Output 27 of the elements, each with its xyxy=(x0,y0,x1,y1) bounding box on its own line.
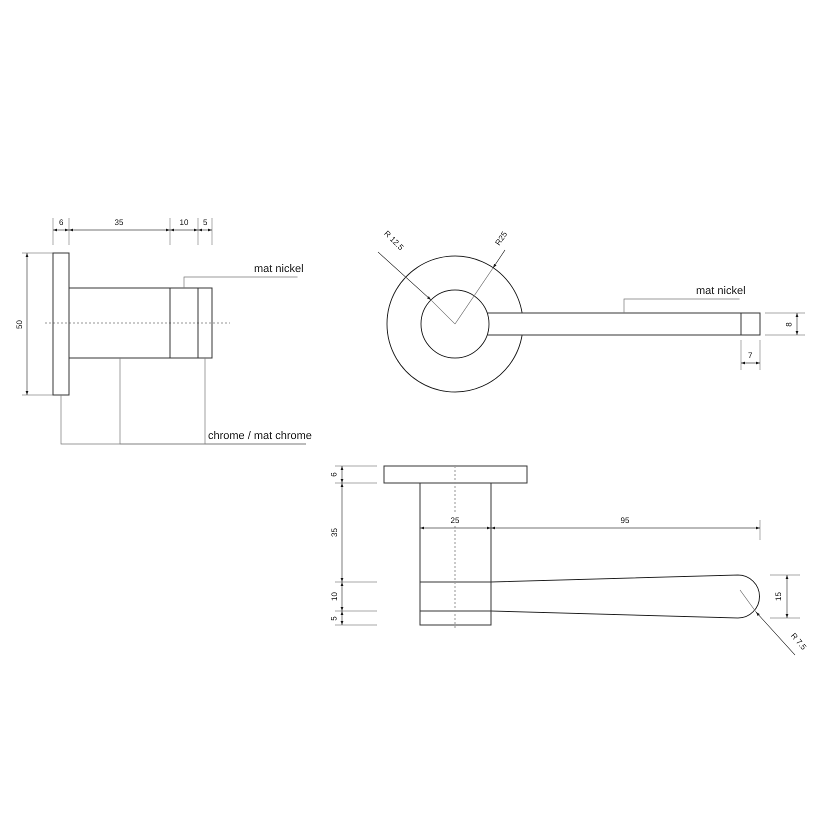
dimension-text: 8 xyxy=(784,322,794,326)
dimension-text: 6 xyxy=(59,218,64,226)
leader-line xyxy=(204,358,306,444)
end-cap xyxy=(198,288,212,358)
leader-line xyxy=(624,298,740,314)
handle-body xyxy=(68,288,170,358)
dimension-text: R 12.5 xyxy=(382,228,406,252)
nickel-ring xyxy=(170,288,198,358)
dimension-text: 5 xyxy=(203,218,208,226)
dimension-text: 25 xyxy=(450,516,460,524)
dimension-text: 15 xyxy=(773,592,782,600)
dimension-text: 5 xyxy=(330,616,339,620)
material-label: mat nickel xyxy=(696,284,746,299)
rose-plate xyxy=(52,252,70,396)
dimension-text: 95 xyxy=(620,516,630,524)
dimension-text: R 7.5 xyxy=(788,630,808,652)
leader-line xyxy=(184,276,298,288)
dimension-text: 7 xyxy=(748,350,752,360)
dimension-text: 10 xyxy=(329,592,338,600)
dimension-text: 50 xyxy=(14,320,24,328)
material-label: chrome / mat chrome xyxy=(208,429,312,444)
dimension-text: 35 xyxy=(329,528,338,536)
material-label: mat nickel xyxy=(254,262,304,277)
dimension-text: 35 xyxy=(114,218,124,226)
dimension-text: 6 xyxy=(330,472,339,476)
lever-bar xyxy=(486,312,760,336)
dimension-text: 10 xyxy=(180,218,188,226)
